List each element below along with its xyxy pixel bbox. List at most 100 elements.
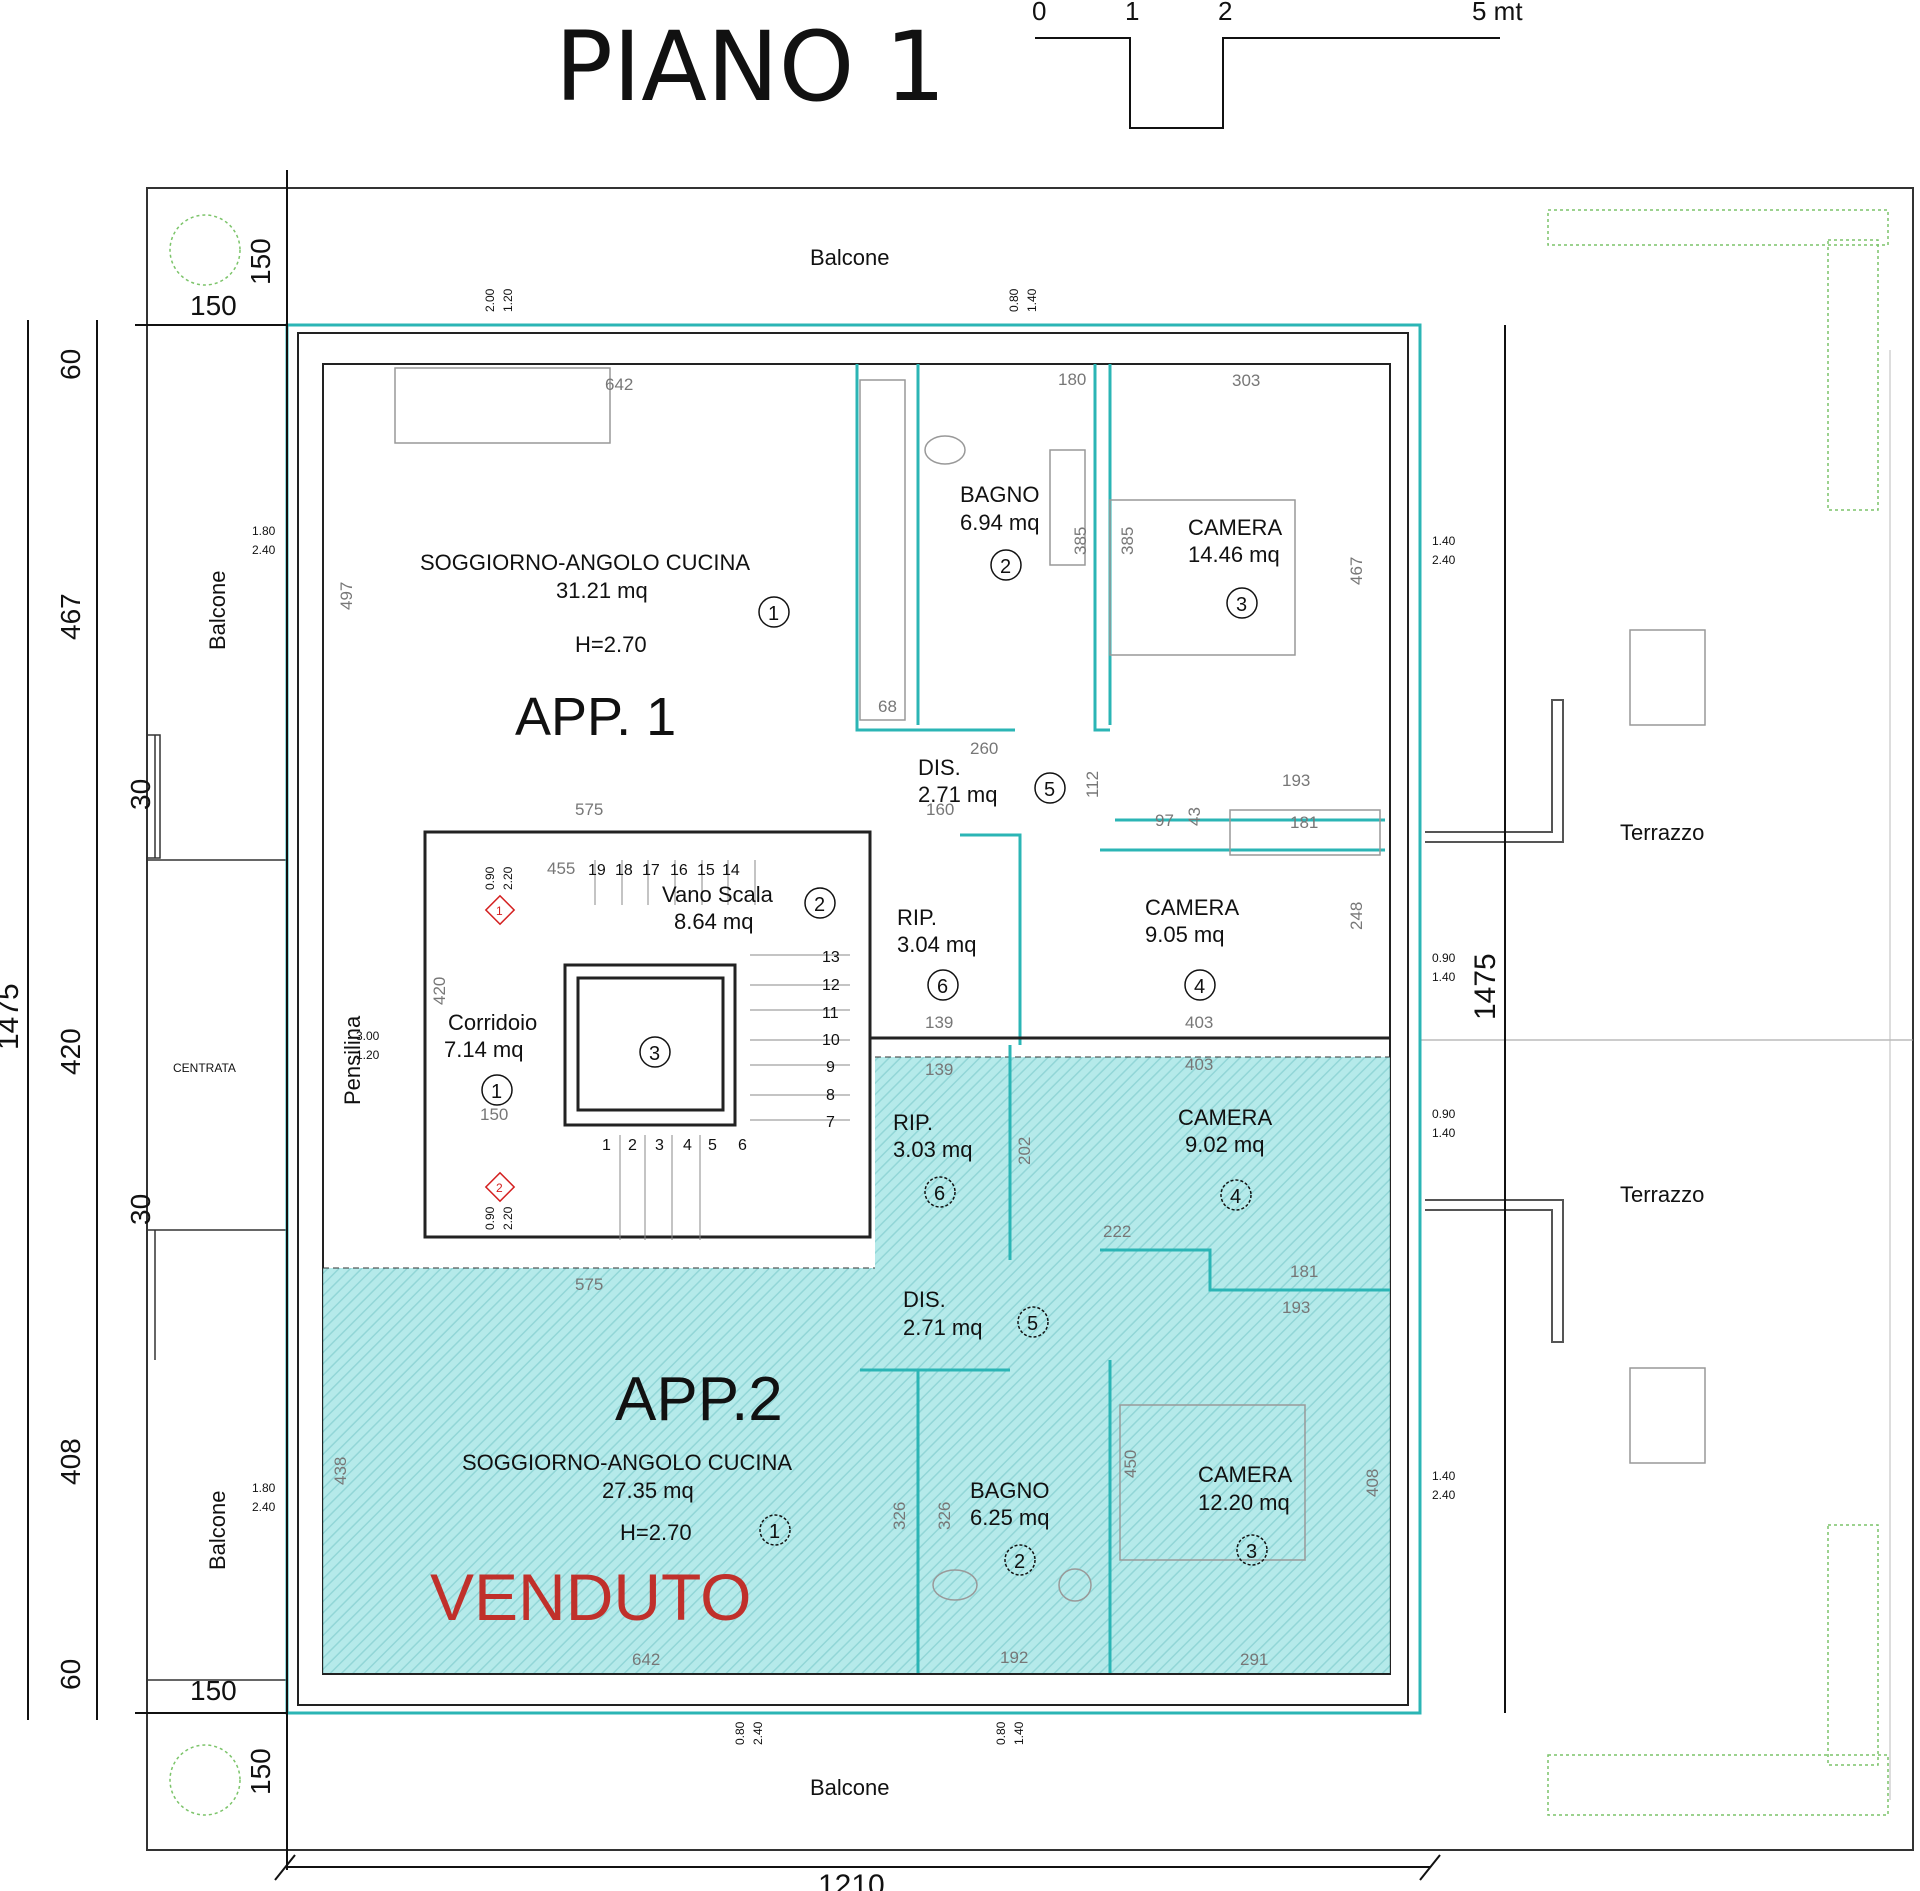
svg-text:455: 455 [547,859,575,878]
svg-text:385: 385 [1071,527,1090,555]
plants [169,209,1889,1816]
inner-dimensions: 642 180 303 497 385 385 467 68 260 112 5… [331,370,1382,1669]
app2-label: APP.2 [615,1365,783,1434]
w-door-1b: 2.20 [501,866,515,890]
dim-left-60-bottom: 60 [55,1659,86,1690]
room-number: 2 [814,894,825,916]
svg-text:193: 193 [1282,1298,1310,1317]
room-number: 3 [1246,1541,1257,1563]
svg-text:193: 193 [1282,771,1310,790]
app2-room-camera-2: CAMERA 9.02 mq 4 [1178,1105,1272,1211]
room-name: CAMERA [1178,1105,1272,1130]
app2-room-bagno: BAGNO 6.25 mq 2 [970,1478,1050,1576]
w-right-2a: 0.90 [1432,951,1456,965]
w-right-2b: 1.40 [1432,970,1456,984]
svg-text:575: 575 [575,800,603,819]
dim-left-30-bottom: 30 [125,1194,156,1225]
stair-core [423,830,1390,1239]
dim-150-bot-vert: 150 [245,1748,276,1795]
scale-label-5: 5 mt [1472,0,1523,26]
room-name: CAMERA [1145,895,1239,920]
room-area: 6.25 mq [970,1505,1050,1530]
svg-text:150: 150 [480,1105,508,1124]
dim-left-30-top: 30 [125,779,156,810]
svg-text:6: 6 [738,1137,747,1154]
room-area: 8.64 mq [674,909,754,934]
room-name: DIS. [903,1287,946,1312]
svg-text:260: 260 [970,739,998,758]
terrazzo-upper-label: Terrazzo [1620,820,1704,845]
room-name: CAMERA [1188,515,1282,540]
w-bot-1b: 2.40 [751,1721,765,1745]
w-right-3a: 0.90 [1432,1107,1456,1121]
app1-room-rip: RIP. 3.04 mq 6 [897,905,977,1001]
room-number: 6 [937,976,948,998]
w-right-4b: 2.40 [1432,1488,1456,1502]
svg-text:202: 202 [1015,1137,1034,1165]
room-name: Vano Scala [662,882,774,907]
room-name: BAGNO [960,482,1039,507]
svg-text:12: 12 [822,977,840,994]
room-area: 9.05 mq [1145,922,1225,947]
bed-app1 [1109,499,1296,656]
w-left-3a: 1.80 [252,1481,276,1495]
app1-room-camera-1: CAMERA 14.46 mq 3 [1188,515,1282,619]
svg-text:326: 326 [890,1502,909,1530]
svg-text:4: 4 [683,1137,692,1154]
w-top-1b: 1.20 [501,288,515,312]
svg-text:467: 467 [1347,557,1366,585]
scale-bar: 0 1 2 5 mt [1032,0,1523,129]
svg-text:5: 5 [708,1137,717,1154]
room-number: 1 [491,1081,502,1103]
window-labels: 2.00 1.20 0.80 1.40 1.80 2.40 3.00 1.20 … [252,288,1456,1745]
balcone-left-lower-outline [146,1229,288,1681]
svg-text:248: 248 [1347,902,1366,930]
terrace-table-1 [1629,629,1706,726]
room-name: RIP. [893,1110,933,1135]
w-top-2a: 0.80 [1007,288,1021,312]
lift: 3 [639,1036,671,1068]
dim-left-420: 420 [55,1028,86,1075]
svg-text:326: 326 [935,1502,954,1530]
svg-text:450: 450 [1121,1450,1140,1478]
svg-text:14: 14 [722,862,740,879]
room-name: Corridoio [448,1010,537,1035]
svg-text:1: 1 [602,1137,611,1154]
dim-overall-width: 1210 [818,1869,885,1891]
w-door-1a: 0.90 [483,866,497,890]
w-bot-2a: 0.80 [994,1721,1008,1745]
svg-text:9: 9 [826,1059,835,1076]
svg-text:642: 642 [605,375,633,394]
room-name: RIP. [897,905,937,930]
room-name: SOGGIORNO-ANGOLO CUCINA [462,1450,792,1475]
room-area: 3.04 mq [897,932,977,957]
venduto-label: VENDUTO [430,1560,752,1634]
svg-text:438: 438 [331,1457,350,1485]
w-left-1a: 1.80 [252,524,276,538]
stair-treads [594,860,850,1240]
room-area: 14.46 mq [1188,542,1280,567]
w-left-2b: 1.20 [356,1048,380,1062]
door-marker-1: 1 [484,894,516,926]
overall-dimensions [27,170,1506,1881]
svg-text:13: 13 [822,949,840,966]
room-number: 2 [1000,556,1011,578]
dim-left-60-top: 60 [55,349,86,380]
w-door-2b: 2.20 [501,1206,515,1230]
svg-text:15: 15 [697,862,715,879]
room-number: 2 [1014,1551,1025,1573]
svg-text:181: 181 [1290,1262,1318,1281]
svg-text:139: 139 [925,1013,953,1032]
room-number: 4 [1194,976,1205,998]
vano-scala: Vano Scala 8.64 mq 2 [662,882,836,934]
svg-text:642: 642 [632,1650,660,1669]
bed-app2 [1119,1404,1306,1561]
dim-left-408: 408 [55,1438,86,1485]
scale-label-1: 1 [1125,0,1139,26]
pensilina-label: Pensilina [340,1015,365,1105]
svg-text:97: 97 [1155,811,1174,830]
w-right-3b: 1.40 [1432,1126,1456,1140]
w-left-3b: 2.40 [252,1500,276,1514]
terrace-table-2 [1629,1367,1706,1464]
